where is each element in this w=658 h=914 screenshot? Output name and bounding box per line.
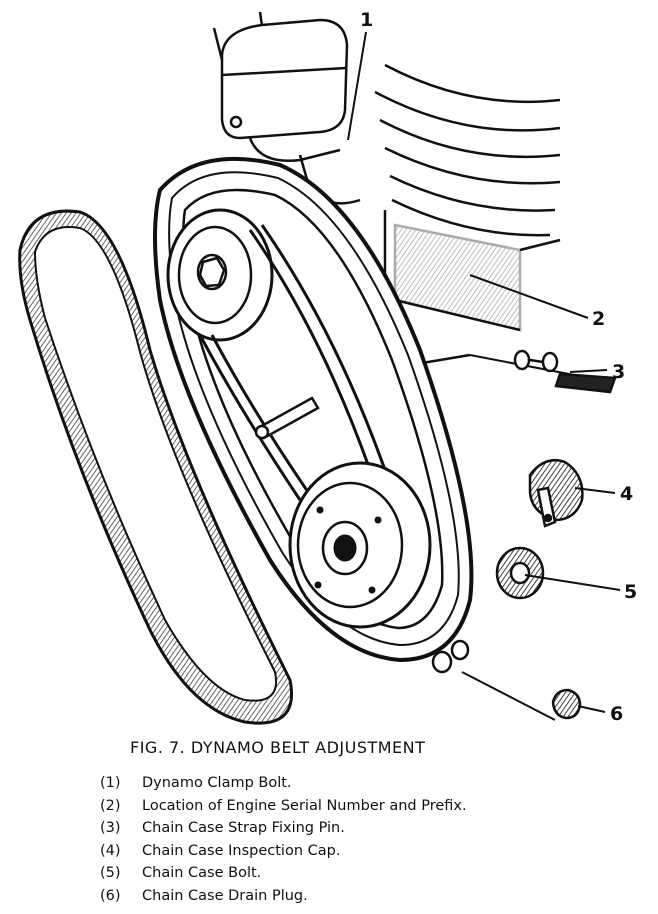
legend-item: (1) Dynamo Clamp Bolt. [100,772,467,795]
legend-item: (5) Chain Case Bolt. [100,862,467,885]
legend-list: (1) Dynamo Clamp Bolt. (2) Location of Eng… [100,772,467,908]
legend-item: (3) Chain Case Strap Fixing Pin. [100,817,467,840]
callout-3: 3 [612,361,625,383]
figure-caption: FIG. 7. DYNAMO BELT ADJUSTMENT [130,738,426,757]
belt-strands [198,224,387,501]
legend-text: Chain Case Bolt. [142,865,262,882]
crankshaft-pulley [288,461,432,629]
legend-item: (4) Chain Case Inspection Cap. [100,840,467,863]
chain-case-bolt [495,546,545,600]
callout-5: 5 [624,581,637,603]
drain-plug [551,688,582,720]
legend-number: (6) [100,887,121,904]
engine-cylinder-fins [374,63,601,381]
dynamo-belt [18,209,293,725]
callout-6: 6 [610,703,623,725]
inspection-cap [528,458,584,528]
callout-4: 4 [620,483,633,505]
legend-number: (2) [100,797,121,814]
dynamo-belt-illustration: 1 2 3 4 5 6 [18,9,637,725]
legend-text: Chain Case Inspection Cap. [142,842,341,859]
callout-1: 1 [360,9,373,31]
legend-text: Dynamo Clamp Bolt. [142,775,292,791]
legend-number: (5) [100,865,121,882]
callout-2: 2 [592,308,605,330]
leader-lines [347,31,621,721]
legend-text: Location of Engine Serial Number and Pre… [142,797,467,814]
legend-item: (6) Chain Case Drain Plug. [100,885,467,908]
strap-fixing-pin [513,349,617,394]
legend-text: Chain Case Strap Fixing Pin. [142,820,345,837]
adjusting-lever [254,396,320,440]
dynamo-pulley [166,208,274,342]
legend-text: Chain Case Drain Plug. [142,887,308,904]
drain-plug-boss [431,639,470,674]
legend-number: (4) [100,842,121,859]
legend-item: (2) Location of Engine Serial Number and … [100,795,467,818]
legend-number: (3) [100,820,121,837]
legend-number: (1) [100,775,121,791]
